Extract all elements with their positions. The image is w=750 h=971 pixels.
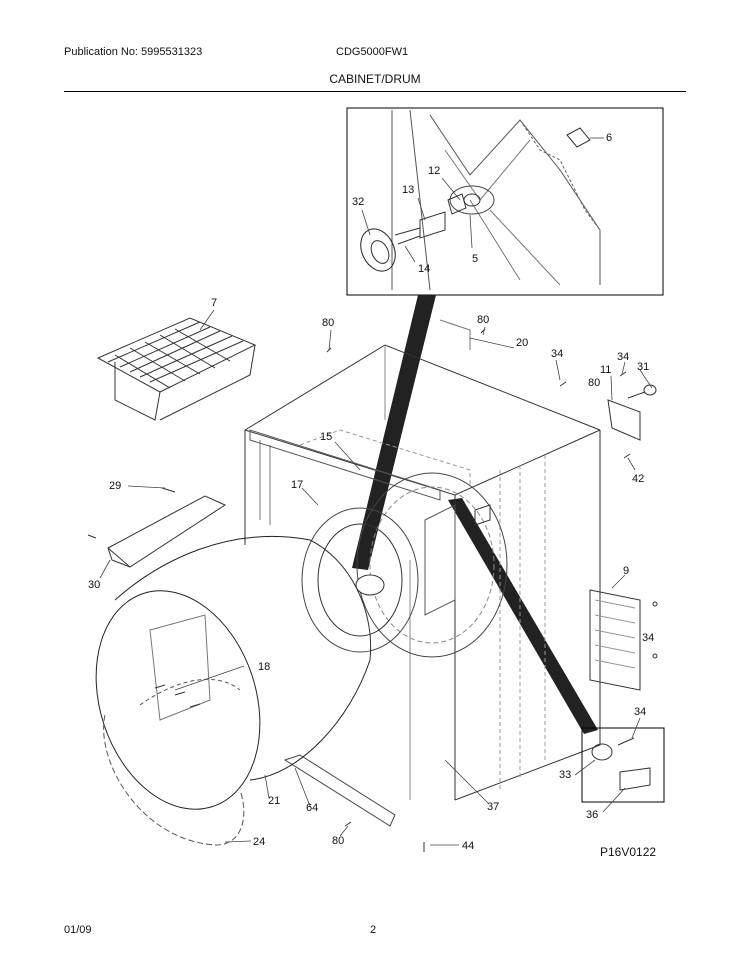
callout-34-top: 34 — [551, 348, 563, 360]
callout-42: 42 — [632, 473, 644, 485]
publication-number: Publication No: 5995531323 — [64, 46, 203, 58]
callout-34-right: 34 — [617, 351, 629, 363]
callout-34-panel: 34 — [642, 632, 654, 644]
drum-seal — [103, 714, 245, 846]
drying-rack — [96, 317, 257, 421]
model-number: CDG5000FW1 — [336, 46, 409, 58]
callout-12: 12 — [428, 165, 440, 177]
page-number: 2 — [370, 924, 377, 936]
callout-7: 7 — [211, 297, 217, 309]
callout-80-rear: 80 — [477, 314, 489, 326]
thermostat-bracket — [607, 384, 657, 441]
callout-18: 18 — [258, 661, 270, 673]
callout-44: 44 — [462, 840, 474, 852]
callout-5: 5 — [472, 253, 478, 265]
callout-14: 14 — [418, 263, 430, 275]
inset-detail — [346, 107, 664, 296]
callout-15: 15 — [320, 431, 332, 443]
front-trim-piece — [87, 487, 227, 568]
callout-11: 11 — [600, 364, 611, 376]
callout-13: 13 — [402, 184, 414, 196]
callout-36: 36 — [586, 809, 598, 821]
leader-lines — [99, 137, 653, 846]
callout-33: 33 — [559, 769, 571, 781]
callout-20: 20 — [516, 337, 528, 349]
zoom-wedge-bottom — [448, 498, 598, 734]
callout-37: 37 — [487, 801, 499, 813]
callout-30: 30 — [88, 579, 100, 591]
callout-80-top: 80 — [322, 317, 334, 329]
section-title: CABINET/DRUM — [329, 72, 421, 86]
callout-21: 21 — [268, 795, 280, 807]
callout-29: 29 — [109, 480, 121, 492]
callout-24: 24 — [253, 836, 265, 848]
zoom-wedge-top — [352, 295, 436, 570]
callout-6: 6 — [606, 132, 612, 144]
callout-80-bottom: 80 — [332, 835, 344, 847]
access-panel — [589, 589, 658, 691]
callout-64: 64 — [306, 802, 318, 814]
drum — [95, 536, 372, 810]
footer-date: 01/09 — [64, 924, 92, 936]
header-divider — [64, 91, 686, 92]
sensor-inset — [581, 727, 665, 803]
callout-32: 32 — [352, 196, 364, 208]
callout-9: 9 — [623, 565, 629, 577]
cabinet — [244, 319, 601, 827]
callout-34-inset: 34 — [634, 706, 646, 718]
callout-labels: 6 12 13 32 14 5 7 80 80 20 34 34 11 80 3… — [88, 132, 654, 852]
callout-80-side: 80 — [588, 377, 600, 389]
diagram-code: P16V0122 — [600, 845, 657, 859]
callout-31: 31 — [637, 361, 649, 373]
callout-17: 17 — [291, 479, 303, 491]
